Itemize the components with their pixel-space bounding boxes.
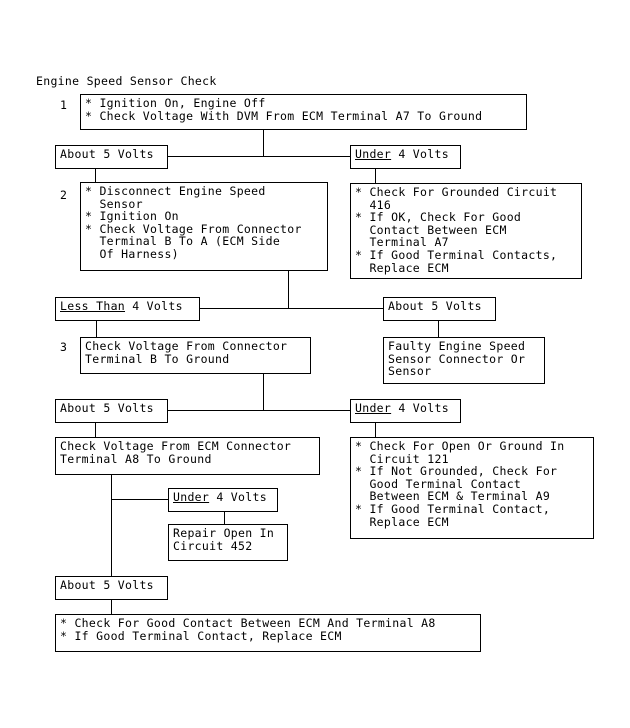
step-3-number: 3 xyxy=(60,340,68,354)
action-line: * If Good Terminal Contact, xyxy=(355,501,551,516)
action-line: Circuit 452 xyxy=(173,538,253,553)
connector xyxy=(200,308,383,309)
result-label-underlined: Under xyxy=(173,490,210,504)
connector xyxy=(168,156,350,157)
result-label-underlined: Under xyxy=(355,147,392,161)
step-1-number: 1 xyxy=(60,98,68,112)
connector xyxy=(224,512,225,524)
step-1-under-4-volts-action: * Check For Grounded Circuit 416* If OK,… xyxy=(350,183,582,279)
step-1-line: * Check Voltage With DVM From ECM Termin… xyxy=(85,108,483,123)
step-2-line: * Check Voltage From Connector xyxy=(85,221,302,236)
result-label: 4 Volts xyxy=(391,147,449,161)
step-4-under-4-volts-result: Under 4 Volts xyxy=(168,488,278,512)
result-label-underlined: Less Than xyxy=(60,299,126,313)
action-line: Good Terminal Contact xyxy=(355,476,522,491)
result-label: About 5 Volts xyxy=(60,578,154,592)
step-3-under-4-volts-result: Under 4 Volts xyxy=(350,399,461,423)
action-line: * If Not Grounded, Check For xyxy=(355,464,558,479)
connector xyxy=(111,600,112,614)
action-line: Repair Open In xyxy=(173,526,275,540)
action-line: * Check For Open Or Ground In xyxy=(355,439,565,453)
step-4-line: Terminal A8 To Ground xyxy=(60,451,212,466)
connector xyxy=(95,169,96,183)
action-line: 416 xyxy=(355,197,392,212)
step-4-line: Check Voltage From ECM Connector xyxy=(60,439,292,453)
step-2-box: * Disconnect Engine Speed Sensor* Igniti… xyxy=(80,182,328,271)
step-2-less-than-4-volts-result: Less Than 4 Volts xyxy=(55,297,200,321)
connector xyxy=(95,423,96,437)
connector xyxy=(263,130,264,157)
connector xyxy=(375,423,376,437)
step-1-box: * Ignition On, Engine Off* Check Voltage… xyxy=(80,94,527,130)
connector xyxy=(111,499,168,500)
step-3-line: Terminal B To Ground xyxy=(85,351,230,366)
action-line: Faulty Engine Speed xyxy=(388,339,526,353)
action-line: Between ECM & Terminal A9 xyxy=(355,489,551,504)
connector xyxy=(168,410,350,411)
connector xyxy=(438,321,439,337)
connector xyxy=(96,321,97,337)
result-label: 4 Volts xyxy=(125,299,183,313)
step-2-number: 2 xyxy=(60,188,68,202)
step-4-about-5-volts-result: About 5 Volts xyxy=(55,576,168,600)
action-line: Replace ECM xyxy=(355,260,449,275)
result-label: 4 Volts xyxy=(209,490,267,504)
final-action-box: * Check For Good Contact Between ECM And… xyxy=(55,614,481,652)
step-2-line: * Disconnect Engine Speed xyxy=(85,184,266,198)
connector xyxy=(111,475,112,576)
action-line: Contact Between ECM xyxy=(355,222,507,237)
action-line: Sensor Connector Or xyxy=(388,351,526,366)
action-line: * If Good Terminal Contacts, xyxy=(355,247,558,262)
action-line: Sensor xyxy=(388,364,432,379)
step-2-line: Of Harness) xyxy=(85,246,179,261)
action-line: * Check For Grounded Circuit xyxy=(355,185,558,199)
action-line: Terminal A7 xyxy=(355,235,449,250)
connector xyxy=(288,271,289,309)
step-1-under-4-volts-result: Under 4 Volts xyxy=(350,145,461,169)
action-line: * Check For Good Contact Between ECM And… xyxy=(60,616,436,630)
step-1-about-5-volts-result: About 5 Volts xyxy=(55,145,168,169)
result-label: About 5 Volts xyxy=(60,147,154,161)
step-1-line: * Ignition On, Engine Off xyxy=(85,96,266,110)
result-label: About 5 Volts xyxy=(60,401,154,415)
action-line: * If Good Terminal Contact, Replace ECM xyxy=(60,628,342,643)
step-3-line: Check Voltage From Connector xyxy=(85,339,288,353)
result-label: About 5 Volts xyxy=(388,299,482,313)
action-line: Replace ECM xyxy=(355,514,449,529)
action-line: Circuit 121 xyxy=(355,451,449,466)
diagram-title: Engine Speed Sensor Check xyxy=(36,74,217,88)
action-line: * If OK, Check For Good xyxy=(355,210,522,225)
result-label-underlined: Under xyxy=(355,401,392,415)
step-3-about-5-volts-result: About 5 Volts xyxy=(55,399,168,423)
step-2-about-5-volts-result: About 5 Volts xyxy=(383,297,496,321)
connector xyxy=(263,374,264,411)
connector xyxy=(375,169,376,183)
step-3-under-4-volts-action: * Check For Open Or Ground In Circuit 12… xyxy=(350,437,594,539)
step-2-line: * Ignition On xyxy=(85,209,179,224)
step-2-line: Sensor xyxy=(85,196,143,211)
result-label: 4 Volts xyxy=(391,401,449,415)
step-2-line: Terminal B To A (ECM Side xyxy=(85,234,281,249)
